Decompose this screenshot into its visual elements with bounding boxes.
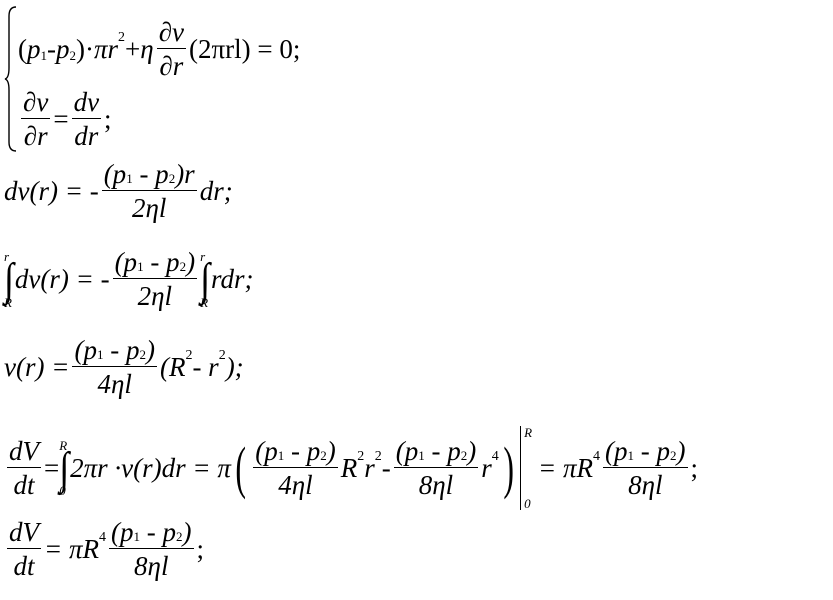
denominator: 8ηl	[134, 551, 169, 582]
term-r2: r	[481, 452, 492, 483]
numerator: (p1 - p2)	[72, 336, 157, 368]
equation-6: dV dt = R ∫ 0 2πr ·v(r)dr = π ( (p1 - p2…	[7, 425, 699, 511]
rest-b: - r	[192, 351, 219, 382]
denominator: 2ηl	[131, 193, 167, 224]
fraction-1: (p1 - p2) 4ηl	[253, 436, 338, 500]
result: = πR	[44, 533, 99, 564]
numerator: (p1 - p2)	[253, 436, 338, 468]
upper-limit: r	[200, 249, 206, 265]
sup-4: 4	[491, 449, 499, 464]
derivative-fraction: dv dr	[71, 88, 102, 152]
p-symbol-2: p	[56, 33, 70, 64]
integral: R ∫ 0	[59, 437, 70, 499]
rest-c: );	[225, 351, 244, 382]
paren-open: (	[18, 33, 27, 64]
numerator: (p1 - p2)	[112, 248, 198, 280]
bar-upper: R	[524, 425, 533, 440]
numerator: (p1 - p2)	[393, 436, 479, 468]
denominator: dr	[74, 121, 99, 152]
square-sup-2: 2	[218, 348, 226, 364]
minus-sign: -	[381, 452, 391, 483]
semicolon: ;	[690, 452, 699, 483]
numerator: (p1 - p2)	[109, 518, 194, 550]
p-symbol: p	[27, 33, 41, 64]
sup-4: 4	[99, 530, 106, 546]
denominator: 4ηl	[278, 470, 313, 500]
equation-4: r ∫ R dv(r) = - (p1 - p2) 2ηl r ∫ R rdr;	[4, 248, 253, 311]
lower-limit: R	[4, 294, 12, 310]
rest-a: (R	[159, 351, 186, 382]
eta-symbol: η	[140, 33, 154, 64]
equation-3: dv(r) = - (p1 - p2)r 2ηl dr;	[4, 160, 233, 223]
system-line-2: ∂v ∂r = dv dr ;	[18, 88, 112, 151]
partial-fraction: ∂v ∂r	[21, 88, 51, 152]
square-sup: 2	[185, 348, 193, 364]
square-sup: 2	[118, 30, 126, 46]
integrand-2: rdr;	[210, 263, 254, 294]
equation-tail: (2πrl) = 0;	[189, 33, 301, 64]
denominator: 2ηl	[137, 281, 173, 312]
denominator: ∂r	[159, 51, 184, 82]
lower-limit: 0	[59, 483, 66, 499]
integral: r ∫ R	[4, 250, 14, 308]
dv-dt-fraction: dV dt	[7, 518, 41, 581]
numerator: ∂v	[21, 88, 51, 120]
numerator: dV	[7, 436, 41, 468]
denominator: dt	[13, 470, 35, 500]
sup-2: 2	[357, 449, 365, 464]
semicolon: ;	[196, 533, 205, 564]
fraction-2: (p1 - p2) 8ηl	[393, 436, 479, 500]
equals-sign: =	[53, 103, 69, 134]
equals-sign: =	[44, 452, 60, 483]
fraction: (p1 - p2) 8ηl	[109, 518, 194, 581]
semicolon: ;	[104, 103, 112, 134]
dot-op: ·	[85, 33, 94, 64]
pi-r: πr	[94, 33, 119, 64]
sup-4b: 4	[593, 449, 601, 464]
integrand: 2πr ·v(r)dr = π	[70, 452, 231, 483]
tail: dr;	[199, 175, 233, 206]
system-brace	[4, 6, 17, 152]
lhs: v(r) =	[4, 351, 70, 382]
fraction: (p1 - p2) 2ηl	[112, 248, 198, 312]
term-r: r	[364, 452, 375, 483]
integral-sign: ∫	[4, 254, 14, 305]
numerator: dV	[7, 518, 41, 550]
numerator: (p1 - p2)r	[101, 160, 197, 192]
denominator: 8ηl	[628, 470, 663, 500]
evaluation-bar: R 0	[520, 426, 532, 510]
denominator: dt	[13, 551, 35, 582]
fraction: (p1 - p2)r 2ηl	[101, 160, 197, 224]
minus-sign: -	[47, 33, 56, 64]
sup-2b: 2	[374, 449, 382, 464]
integrand: dv(r) = -	[14, 263, 110, 294]
result: = πR	[538, 452, 594, 483]
sub-1: 1	[40, 47, 48, 63]
denominator: 4ηl	[97, 369, 132, 400]
dv-dt-fraction: dV dt	[7, 436, 41, 500]
integral-2: r ∫ R	[200, 250, 210, 308]
fraction: (p1 - p2) 4ηl	[72, 336, 157, 399]
numerator: ∂v	[156, 18, 187, 50]
denominator: 8ηl	[418, 470, 454, 500]
bar-lower: 0	[524, 496, 531, 511]
upper-limit: R	[59, 437, 68, 453]
upper-limit: r	[4, 249, 10, 265]
partial-fraction: ∂v ∂r	[156, 18, 187, 82]
term-R: R	[340, 452, 358, 483]
lhs: dv(r) = -	[4, 175, 99, 206]
lower-limit: R	[200, 294, 209, 310]
integral-sign: ∫	[200, 254, 210, 305]
denominator: ∂r	[23, 121, 48, 152]
numerator: dv	[71, 88, 102, 120]
numerator: (p1 - p2)	[603, 436, 688, 468]
sub-2: 2	[69, 47, 77, 63]
paren-close: )	[76, 33, 85, 64]
fraction-3: (p1 - p2) 8ηl	[603, 436, 688, 500]
plus-sign: +	[125, 33, 141, 64]
